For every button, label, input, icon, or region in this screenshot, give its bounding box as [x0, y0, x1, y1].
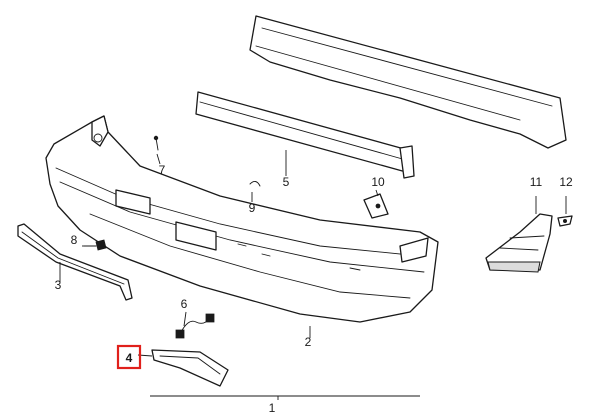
sensor-wire-part-6[interactable] — [175, 313, 215, 339]
bolt-part-8[interactable] — [83, 239, 107, 251]
callout-10[interactable]: 10 — [371, 175, 385, 189]
callout-11[interactable]: 11 — [530, 175, 543, 189]
callout-9[interactable]: 9 — [249, 201, 256, 215]
air-duct-part-11[interactable] — [485, 213, 553, 273]
callout-1[interactable]: 1 — [269, 401, 276, 415]
screw-part-7[interactable] — [153, 135, 159, 151]
callout-4[interactable]: 4 — [126, 351, 133, 365]
callout-3[interactable]: 3 — [55, 278, 62, 292]
callout-7[interactable]: 7 — [159, 163, 166, 177]
callout-12[interactable]: 12 — [559, 175, 573, 189]
leader-lines — [59, 150, 567, 400]
impact-absorber-part[interactable] — [249, 15, 567, 149]
callout-2[interactable]: 2 — [305, 335, 312, 349]
cover-part-4[interactable] — [151, 349, 229, 387]
callout-6[interactable]: 6 — [181, 297, 188, 311]
clip-part-12[interactable] — [557, 215, 573, 227]
side-strip-part-3[interactable] — [17, 223, 133, 301]
bumper-carrier-part[interactable] — [195, 91, 415, 179]
callout-5[interactable]: 5 — [283, 175, 290, 189]
bumper-trim-part[interactable] — [45, 115, 439, 323]
highlight-box — [116, 344, 142, 370]
clip-part-9[interactable] — [249, 181, 261, 187]
bracket-part-10[interactable] — [363, 193, 389, 219]
callout-8[interactable]: 8 — [71, 233, 78, 247]
callout-labels: 1 2 3 4 5 6 7 8 9 10 11 12 — [55, 163, 573, 415]
